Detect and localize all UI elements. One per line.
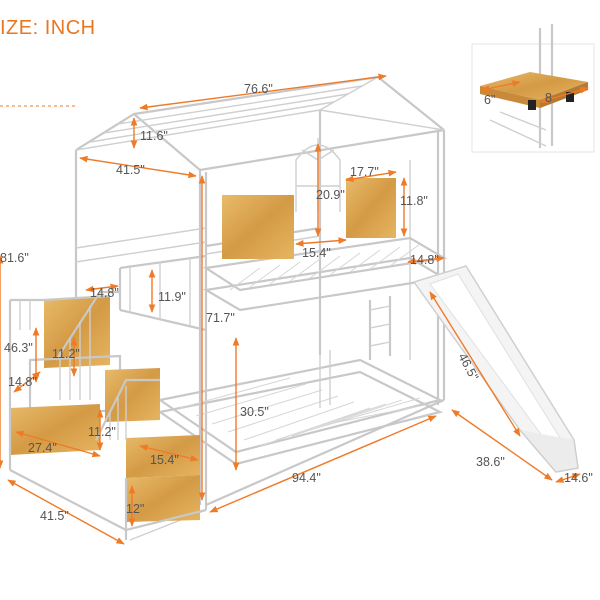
label-roof-width: 76.6" [244, 82, 273, 96]
label-shelf-width: 6" [484, 93, 495, 107]
dimension-lines [0, 73, 589, 545]
label-stair-top: 15.4" [150, 453, 179, 467]
ladder [368, 296, 392, 360]
label-stair-width: 27.4" [28, 441, 57, 455]
label-lower-clearance: 30.5" [240, 405, 269, 419]
staircase [8, 290, 207, 540]
label-step-depth: 14.8" [8, 375, 37, 389]
label-slide-outreach: 38.6" [476, 455, 505, 469]
label-bottom-step: 12" [126, 502, 144, 516]
label-guard-height: 11.9" [158, 290, 186, 304]
size-unit-title: IZE: INCH [0, 17, 96, 39]
label-step-height-1: 11.2" [52, 347, 80, 361]
label-panel-height: 11.8" [400, 194, 428, 208]
upper-wood-panel-right [346, 178, 396, 238]
upper-wood-panel-left [222, 195, 294, 259]
label-step-total-height: 46.3" [4, 341, 33, 355]
dimension-labels: 76.6" 11.6" 41.5" 20.9" 17.7" 11.8" 15.4… [0, 82, 593, 523]
label-window-height: 20.9" [316, 188, 345, 202]
label-shelf-depth: 8 [545, 91, 552, 105]
label-house-depth: 41.5" [116, 163, 145, 177]
label-bed-depth: 41.5" [40, 509, 69, 523]
label-panel-gap: 15.4" [302, 246, 331, 260]
label-slide-width: 14.6" [564, 471, 593, 485]
label-total-height: 71.7" [206, 311, 235, 325]
label-window-width: 17.7" [350, 165, 379, 179]
label-top-left-height: 81.6" [0, 251, 29, 265]
label-slide-entry: 14.8" [410, 253, 439, 267]
label-roof-peak: 11.6" [140, 129, 168, 143]
label-rail-gap: 14.8" [90, 286, 119, 300]
label-bed-length: 94.4" [292, 471, 321, 485]
label-step-height-2: 11.2" [88, 425, 116, 439]
